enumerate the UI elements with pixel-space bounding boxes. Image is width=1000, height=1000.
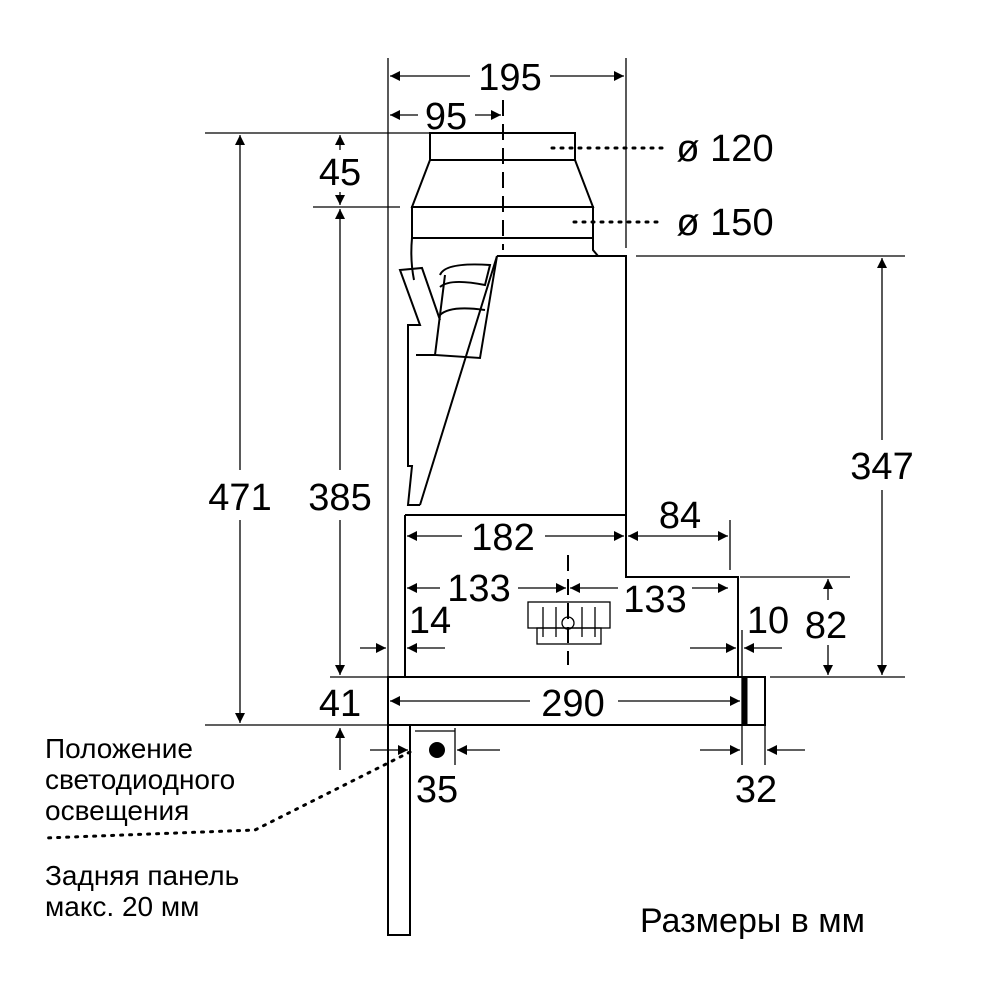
- dim-347: 347: [850, 446, 913, 488]
- diameter-150: ø 150: [676, 202, 773, 244]
- rear-panel: [387, 724, 411, 936]
- dim-471: 471: [208, 477, 271, 519]
- extension-lines: [205, 58, 905, 765]
- dim-290: 290: [541, 683, 604, 725]
- dim-385: 385: [308, 477, 371, 519]
- dim-82: 82: [805, 605, 847, 647]
- dim-10: 10: [747, 600, 789, 642]
- led-label-1: Положение: [45, 733, 193, 764]
- dim-32: 32: [735, 769, 777, 811]
- dim-84: 84: [659, 495, 701, 537]
- dim-35: 35: [416, 769, 458, 811]
- diameter-120: ø 120: [676, 128, 773, 170]
- led-label-2: светодиодного: [45, 764, 235, 795]
- dim-133-left: 133: [447, 568, 510, 610]
- led-label-3: освещения: [45, 795, 189, 826]
- dim-45: 45: [319, 152, 361, 194]
- dim-14: 14: [409, 600, 451, 642]
- dim-95: 95: [425, 96, 467, 138]
- rear-panel-label-1: Задняя панель: [45, 860, 239, 891]
- dim-182: 182: [471, 517, 534, 559]
- dim-41: 41: [319, 683, 361, 725]
- dim-195: 195: [478, 57, 541, 99]
- rear-panel-label-2: макс. 20 мм: [45, 891, 199, 922]
- led-light-icon: [429, 742, 445, 758]
- hood-outline: [387, 100, 766, 936]
- units-note: Размеры в мм: [640, 902, 865, 940]
- dimension-arrows: [235, 71, 887, 770]
- dim-133-right: 133: [623, 579, 686, 621]
